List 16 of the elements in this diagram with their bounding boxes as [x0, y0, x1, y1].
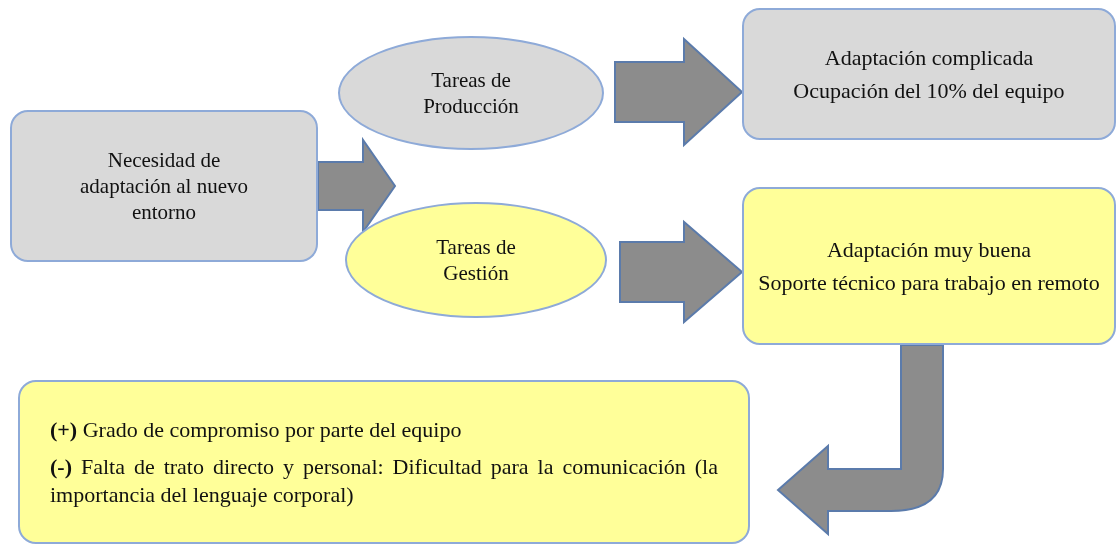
node-text: Adaptación muy buena [826, 235, 1032, 263]
node-text: (-) Falta de trato directo y personal: Dificultad para la comunicación (la importancia del lenguaje corporal) [50, 453, 718, 509]
node-text: Necesidad de adaptación al nuevo entorno [79, 146, 249, 226]
block-arrow [619, 219, 744, 325]
node-text: Tareas de Producción [422, 66, 520, 120]
node-text: Tareas de Gestión [435, 233, 517, 287]
result-box [742, 187, 1116, 345]
summary-box [18, 380, 750, 544]
block-arrow [614, 36, 744, 148]
node-text: (+) Grado de compromiso por parte del equipo [50, 415, 463, 444]
node-text: Soporte técnico para trabajo en remoto [758, 269, 1100, 297]
node-text: Ocupación del 10% del equipo [793, 77, 1065, 105]
result-box [742, 8, 1116, 140]
block-arrow [777, 344, 944, 535]
node-text: Adaptación complicada [824, 43, 1034, 71]
process-box [10, 110, 318, 262]
